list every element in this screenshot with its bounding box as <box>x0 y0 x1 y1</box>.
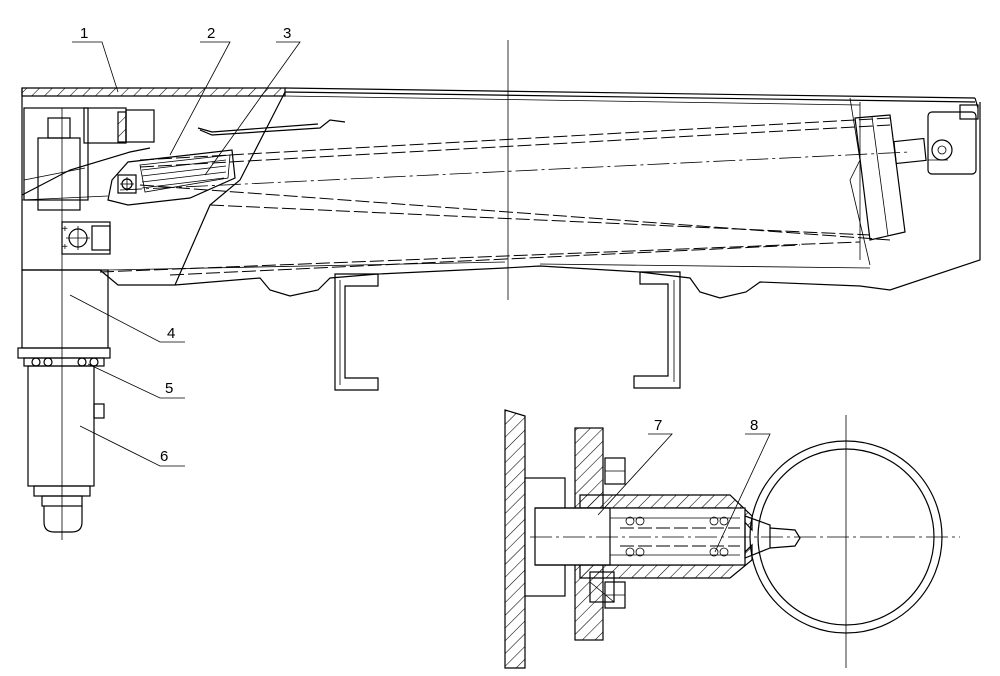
vertical-post <box>17 108 111 540</box>
hinge-shoe <box>107 119 346 206</box>
svg-text:+: + <box>62 242 68 253</box>
side-bracket: + + <box>61 221 111 255</box>
callout-5: 5 <box>165 380 173 397</box>
callout-7: 7 <box>654 417 662 434</box>
spring <box>625 516 729 557</box>
callout-4: 4 <box>167 325 175 342</box>
callout-leaders <box>69 41 771 553</box>
wall-section <box>504 409 526 669</box>
cylinder-end <box>854 104 979 241</box>
callout-2: 2 <box>207 25 215 42</box>
c-channel-left <box>334 273 379 391</box>
main-assembly: + + <box>17 87 981 540</box>
top-cover <box>21 87 979 109</box>
callout-6: 6 <box>160 448 168 465</box>
callout-8: 8 <box>750 417 758 434</box>
housing-outline <box>21 88 981 299</box>
long-rod <box>99 117 911 276</box>
detail-view <box>504 409 960 669</box>
left-frame <box>21 107 155 211</box>
c-channel-right <box>633 271 681 389</box>
callout-1: 1 <box>80 25 88 42</box>
svg-text:+: + <box>62 224 68 235</box>
callout-3: 3 <box>283 25 291 42</box>
